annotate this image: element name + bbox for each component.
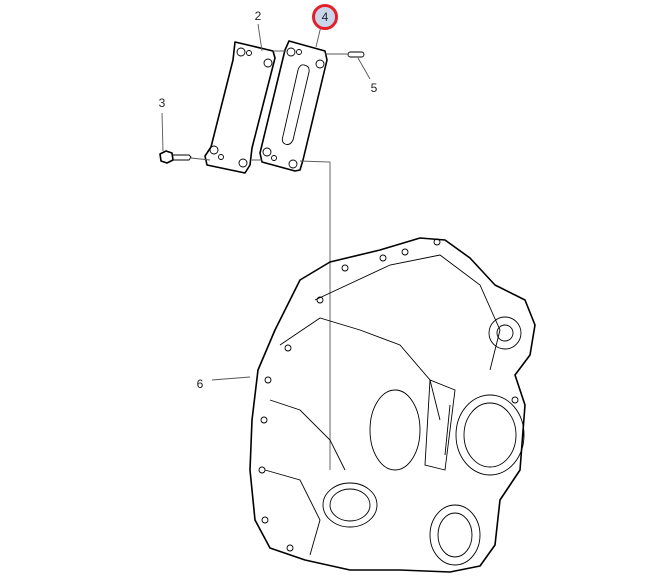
pin-part-5[interactable]	[347, 51, 365, 58]
gasket-part-2[interactable]	[204, 41, 276, 174]
housing-bolt-holes	[258, 238, 519, 552]
bolt-part-3[interactable]	[159, 150, 192, 164]
transmission-housing-part-6[interactable]	[249, 237, 536, 573]
callout-2[interactable]: 2	[254, 9, 262, 23]
gasket-part-4[interactable]	[259, 40, 328, 172]
callout-4: 4	[321, 10, 329, 24]
leader-lines	[161, 23, 371, 470]
callout-4-selected[interactable]: 4	[312, 4, 338, 30]
callout-3[interactable]: 3	[158, 96, 166, 110]
callout-5[interactable]: 5	[370, 81, 378, 95]
callout-6[interactable]: 6	[196, 377, 204, 391]
